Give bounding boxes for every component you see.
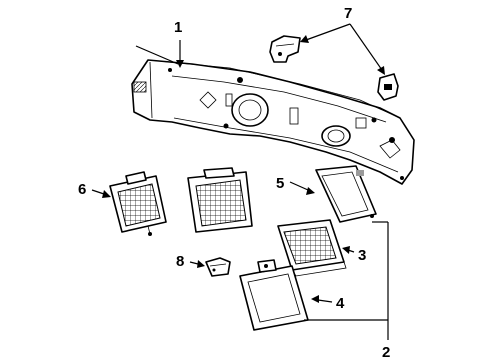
leader-lines: [91, 23, 389, 340]
mounting-panel: [131, 59, 415, 185]
callout-1: 1: [174, 19, 182, 36]
callout-5: 5: [276, 175, 284, 192]
callout-4: 4: [336, 295, 345, 312]
bracket-upper: [269, 35, 301, 63]
callout-3: 3: [358, 247, 366, 264]
headlamp-bezel: [315, 165, 377, 223]
callout-7: 7: [344, 5, 352, 22]
mounting-clip: [205, 257, 231, 277]
headlamp-left: [109, 171, 167, 236]
headlamp-capsule: [277, 219, 347, 277]
bracket-lower: [377, 73, 399, 101]
retaining-ring: [239, 259, 309, 331]
callout-2: 2: [382, 344, 390, 360]
callout-8: 8: [176, 253, 184, 270]
headlamp-middle: [187, 167, 253, 233]
callout-6: 6: [78, 181, 86, 198]
